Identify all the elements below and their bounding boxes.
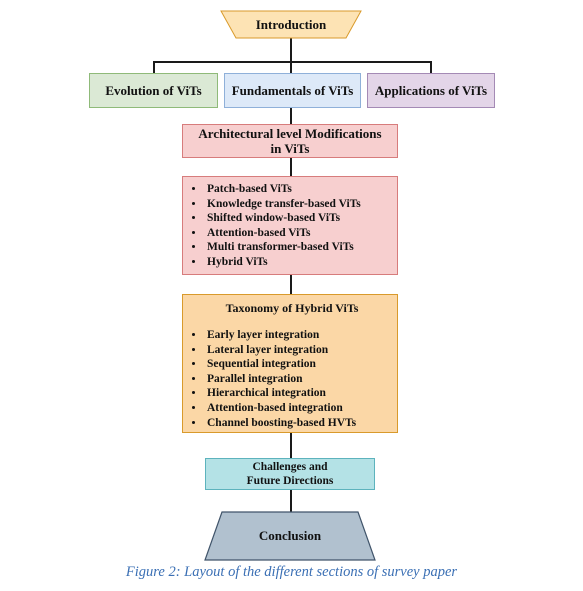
list-item: Knowledge transfer-based ViTs xyxy=(205,197,391,212)
vit-types-box: Patch-based ViTs Knowledge transfer-base… xyxy=(182,176,398,275)
fundamentals-box: Fundamentals of ViTs xyxy=(224,73,361,108)
vit-types-list: Patch-based ViTs Knowledge transfer-base… xyxy=(193,182,391,270)
connector-to-evolution xyxy=(153,61,155,73)
connector-types-to-taxonomy xyxy=(290,275,292,294)
taxonomy-list: Early layer integration Lateral layer in… xyxy=(193,328,391,430)
conclusion-shape xyxy=(204,511,376,561)
challenges-label-line1: Challenges and xyxy=(252,461,328,473)
list-item: Patch-based ViTs xyxy=(205,182,391,197)
fundamentals-label: Fundamentals of ViTs xyxy=(231,82,354,98)
list-item: Hybrid ViTs xyxy=(205,255,391,270)
taxonomy-box: Taxonomy of Hybrid ViTs Early layer inte… xyxy=(182,294,398,433)
list-item: Channel boosting-based HVTs xyxy=(205,416,391,431)
connector-intro-down xyxy=(290,38,292,62)
list-item: Hierarchical integration xyxy=(205,386,391,401)
figure-caption: Figure 2: Layout of the different sectio… xyxy=(125,564,458,580)
list-item: Attention-based ViTs xyxy=(205,226,391,241)
challenges-box: Challenges and Future Directions xyxy=(205,458,375,490)
connector-horizontal-branch xyxy=(153,61,431,63)
connector-to-applications xyxy=(430,61,432,73)
connector-to-fundamentals xyxy=(290,61,292,73)
connector-fundamentals-to-arch xyxy=(290,107,292,124)
architectural-modifications-label: Architectural level Modifications in ViT… xyxy=(198,126,382,156)
applications-label: Applications of ViTs xyxy=(374,82,488,98)
challenges-label-line2: Future Directions xyxy=(246,475,334,487)
conclusion-label: Conclusion xyxy=(258,528,322,543)
list-item: Multi transformer-based ViTs xyxy=(205,240,391,255)
list-item: Shifted window-based ViTs xyxy=(205,211,391,226)
evolution-label: Evolution of ViTs xyxy=(105,82,202,98)
list-item: Early layer integration xyxy=(205,328,391,343)
list-item: Lateral layer integration xyxy=(205,343,391,358)
connector-challenges-to-conclusion xyxy=(290,490,292,512)
list-item: Sequential integration xyxy=(205,357,391,372)
introduction-shape xyxy=(220,10,362,39)
applications-box: Applications of ViTs xyxy=(367,73,495,108)
taxonomy-title: Taxonomy of Hybrid ViTs xyxy=(225,301,359,315)
connector-taxonomy-to-challenges xyxy=(290,433,292,458)
list-item: Attention-based integration xyxy=(205,401,391,416)
introduction-label: Introduction xyxy=(255,16,327,32)
architectural-modifications-box: Architectural level Modifications in ViT… xyxy=(182,124,398,158)
connector-arch-to-types xyxy=(290,158,292,176)
list-item: Parallel integration xyxy=(205,372,391,387)
evolution-box: Evolution of ViTs xyxy=(89,73,218,108)
